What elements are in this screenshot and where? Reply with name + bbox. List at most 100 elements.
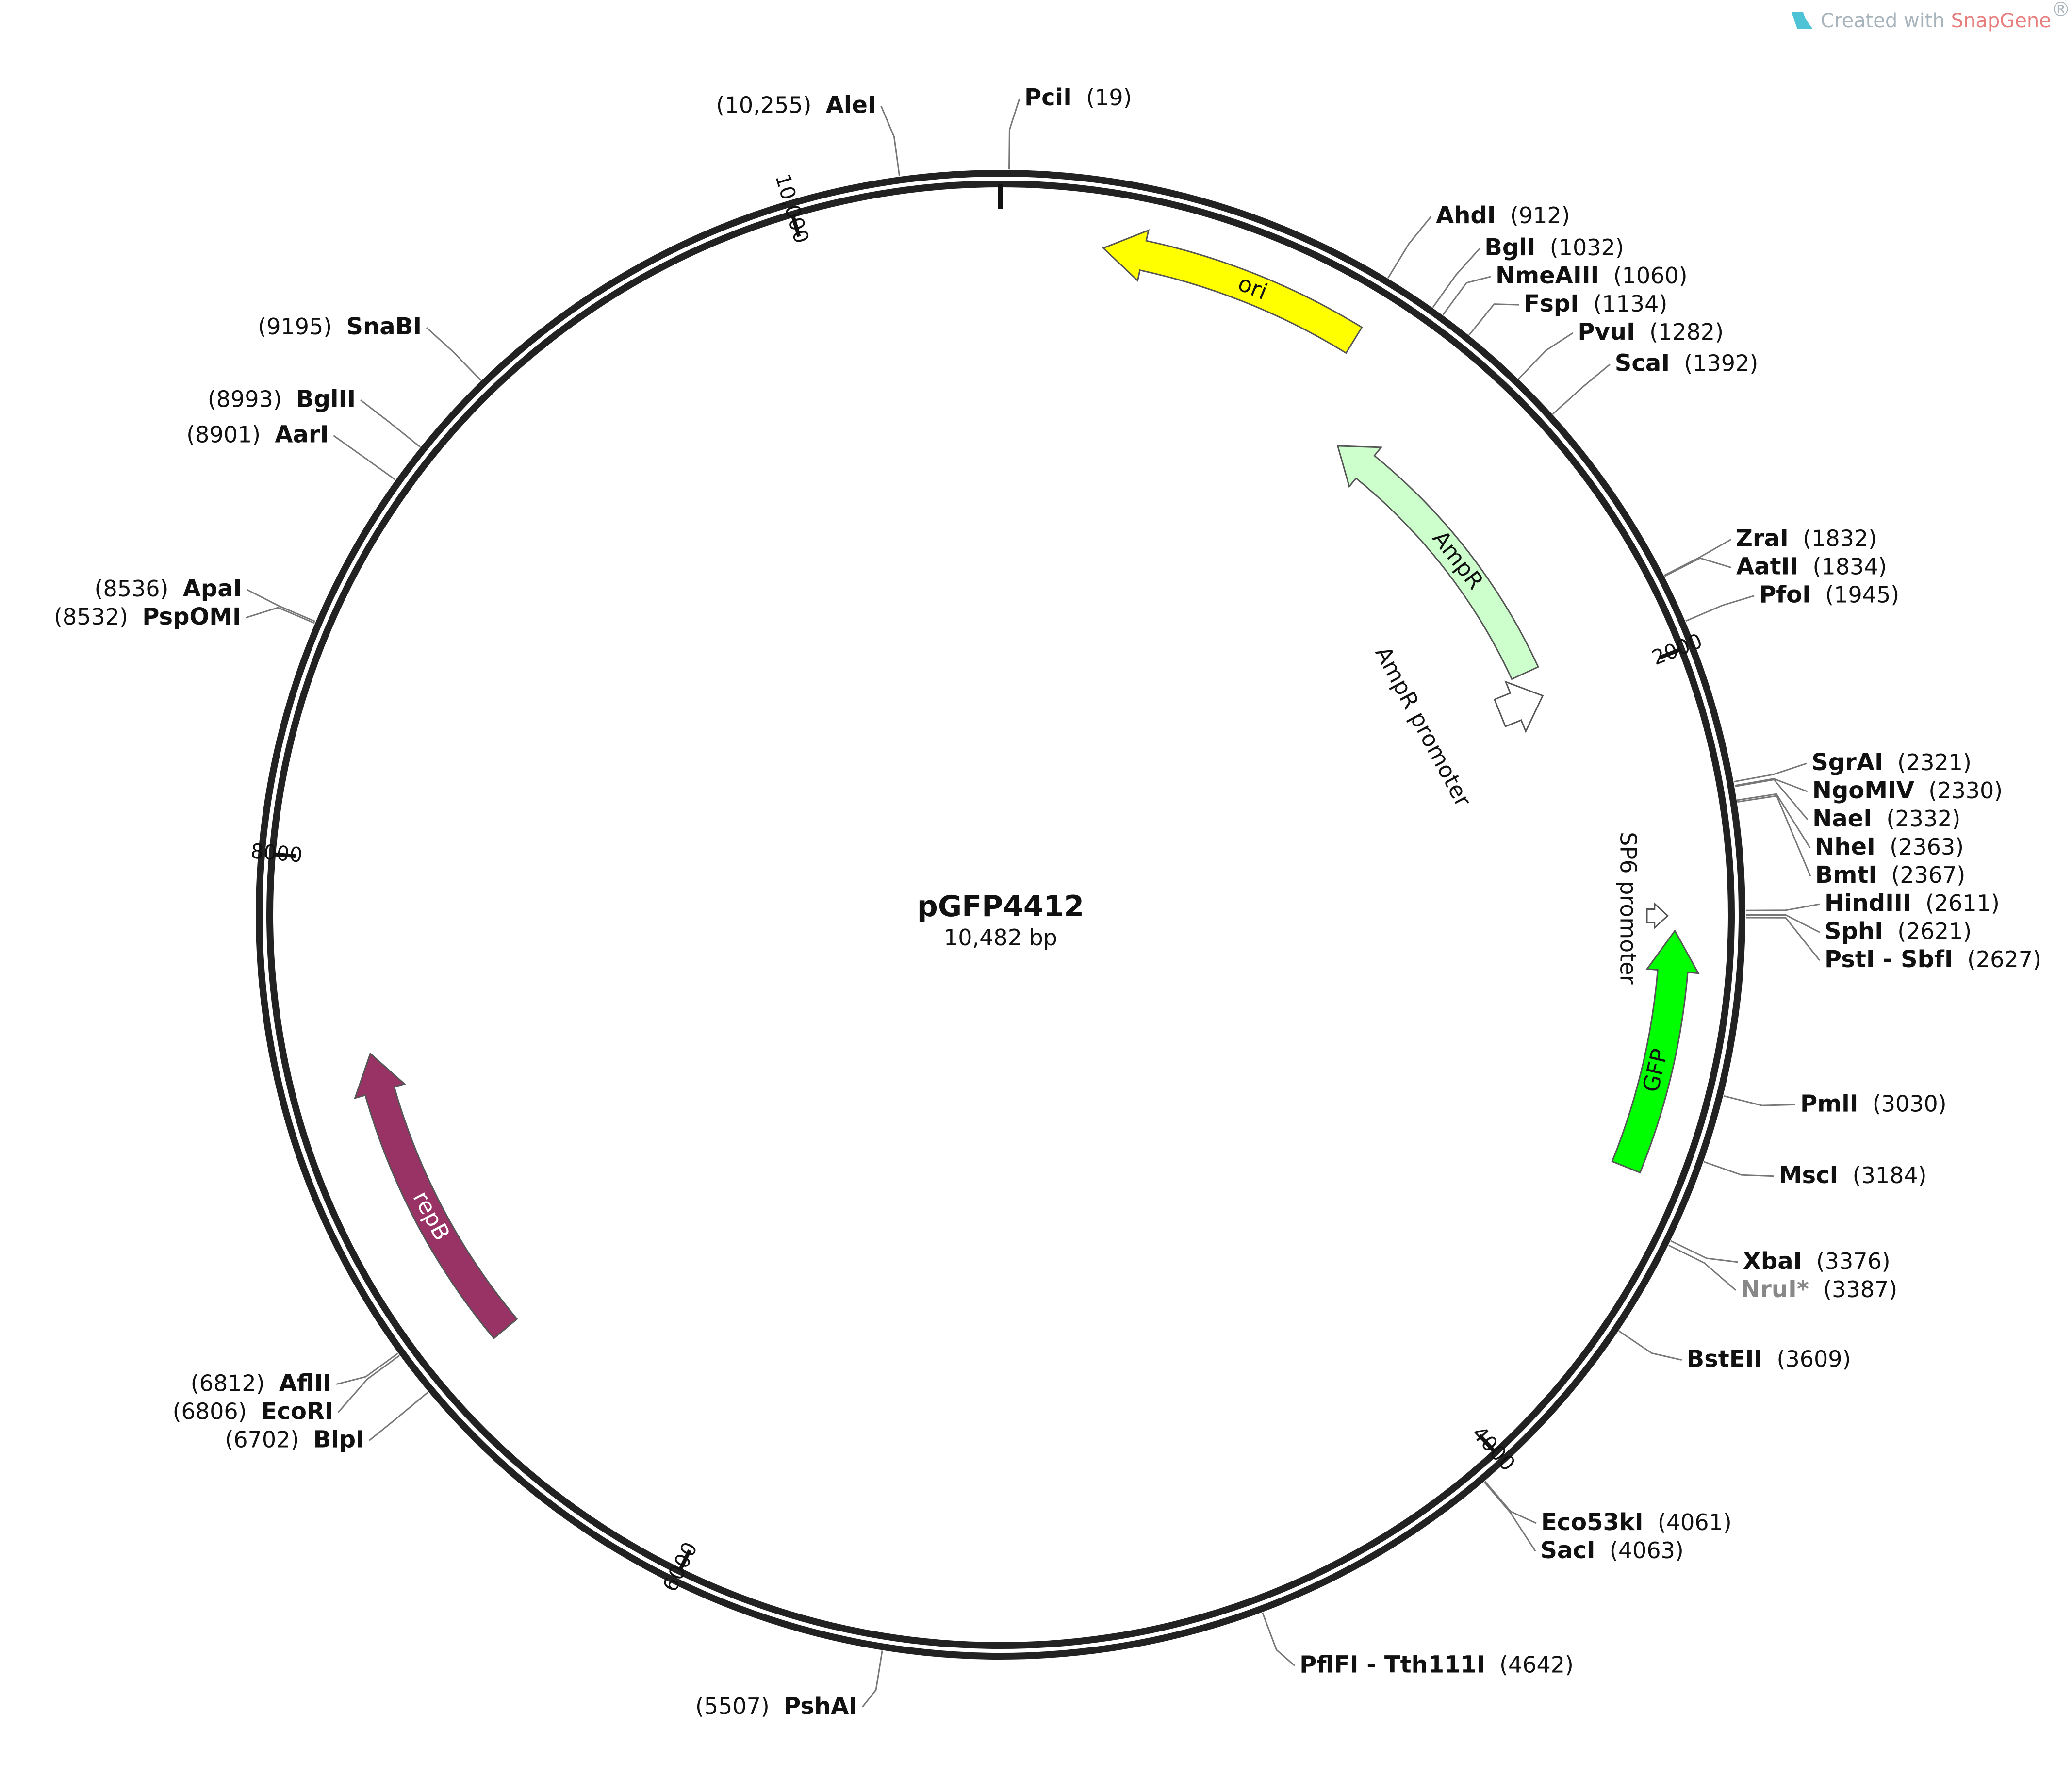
site-name: Eco53kI [1541,1509,1644,1536]
site-leader-line [1668,1244,1736,1291]
site-name: ScaI [1615,350,1670,377]
site-name: AhdI [1436,202,1496,229]
site-snabi: (9195) SnaBI [258,313,422,340]
site-position: (2330) [1928,777,2003,804]
site-position: (2621) [1897,918,1972,944]
site-nmeaiii: NmeAIII (1060) [1496,262,1688,289]
site-position: (3387) [1823,1276,1897,1302]
site-ahdi: AhdI (912) [1436,202,1570,229]
site-name: BstEII [1687,1346,1763,1373]
site-leader-line [426,327,482,381]
site-ecori: (6806) EcoRI [173,1398,333,1425]
site-leader-line [336,1352,398,1385]
site-name: PspOMI [142,603,241,630]
site-position: (9195) [258,313,332,340]
site-leader-line [1618,1330,1682,1361]
backbone [256,170,1745,1660]
site-sphi: SphI (2621) [1825,918,1972,945]
site-leader-line [1745,903,1820,911]
restriction-sites: PciI (19) AhdI (912) BglI (1032)NmeAIII (1… [54,84,2041,1720]
credit-brand: SnapGene [1951,10,2051,32]
site-leader-line [861,1650,883,1708]
site-name: FspI [1524,290,1579,317]
site-name: HindIII [1825,890,1911,917]
site-name: AatII [1736,553,1798,580]
site-name: ApaI [183,575,242,602]
site-name: SacI [1540,1537,1595,1564]
site-leader-line [1552,363,1611,415]
scale-tick [275,852,296,858]
site-name: PfoI [1759,581,1811,609]
backbone-outer-strand [256,170,1745,1660]
site-alei: (10,255) AleI [716,91,876,118]
site-zrai: ZraI (1832) [1736,525,1877,552]
site-position: (912) [1510,202,1570,229]
site-name: XbaI [1743,1248,1802,1275]
plasmid-name: pGFP4412 [917,890,1084,923]
site-leader-line [1670,1240,1739,1263]
site-name: PflFI - Tth111I [1299,1651,1485,1679]
site-name: ZraI [1736,525,1789,552]
site-leader-line [1518,332,1574,379]
site-leader-line [368,1391,429,1441]
site-aatii: AatII (1834) [1736,553,1887,580]
feature-ampr-arrow [1336,445,1539,680]
site-name: AflII [279,1369,331,1397]
site-leader-line [333,435,396,480]
site-name: NaeI [1812,805,1872,832]
site-bgli: BglI (1032) [1484,234,1624,261]
feature-ori-arrow [1102,229,1363,354]
scale-tick [791,216,801,237]
site-saci: SacI (4063) [1540,1537,1684,1564]
site-nrui: NruI* (3387) [1741,1276,1897,1303]
site-position: (2321) [1897,749,1972,775]
site-position: (1834) [1812,554,1887,580]
site-msci: MscI (3184) [1779,1162,1927,1189]
site-leader-line [1734,778,1808,792]
site-position: (19) [1086,84,1132,111]
site-name: PmlI [1800,1090,1858,1117]
site-aari: (8901) AarI [186,421,329,448]
site-position: (6806) [173,1398,247,1424]
site-position: (1060) [1613,263,1688,289]
site-leader-line [1734,762,1807,783]
site-leader-line [1745,914,1820,933]
site-name: SgrAI [1811,749,1883,776]
site-position: (4642) [1499,1652,1574,1678]
site-pfoi: PfoI (1945) [1759,581,1899,609]
site-position: (8901) [186,422,261,448]
site-name: AarI [275,421,329,448]
site-position: (1032) [1550,234,1624,261]
site-nhei: NheI (2363) [1815,833,1964,860]
site-scai: ScaI (1392) [1615,350,1759,377]
site-pcii: PciI (19) [1024,84,1132,111]
site-leader-line [1468,303,1519,336]
site-position: (8993) [208,386,282,412]
site-position: (3609) [1777,1346,1851,1372]
site-bsteii: BstEII (3609) [1687,1346,1851,1373]
site-name: EcoRI [261,1398,333,1425]
site-position: (2611) [1925,890,2000,916]
site-leader-line [1484,1481,1537,1524]
site-apai: (8536) ApaI [95,575,242,602]
site-name: PciI [1024,84,1072,111]
site-xbai: XbaI (3376) [1743,1248,1891,1275]
site-name: PshAI [784,1693,857,1720]
site-leader-line [1008,98,1020,170]
site-pflfi-tth111i: PflFI - Tth111I (4642) [1299,1651,1574,1679]
site-leader-line [1442,276,1491,315]
site-name: NgoMIV [1812,777,1914,804]
site-position: (1392) [1684,350,1758,377]
site-position: (3184) [1853,1162,1927,1188]
site-name: NheI [1815,833,1875,860]
site-position: (8532) [54,604,128,630]
site-position: (1945) [1825,582,1899,608]
site-name: NruI* [1741,1276,1809,1303]
snapgene-logo-icon [1792,12,1813,29]
scale-tick [1659,648,1679,659]
site-leader-line [246,607,315,624]
